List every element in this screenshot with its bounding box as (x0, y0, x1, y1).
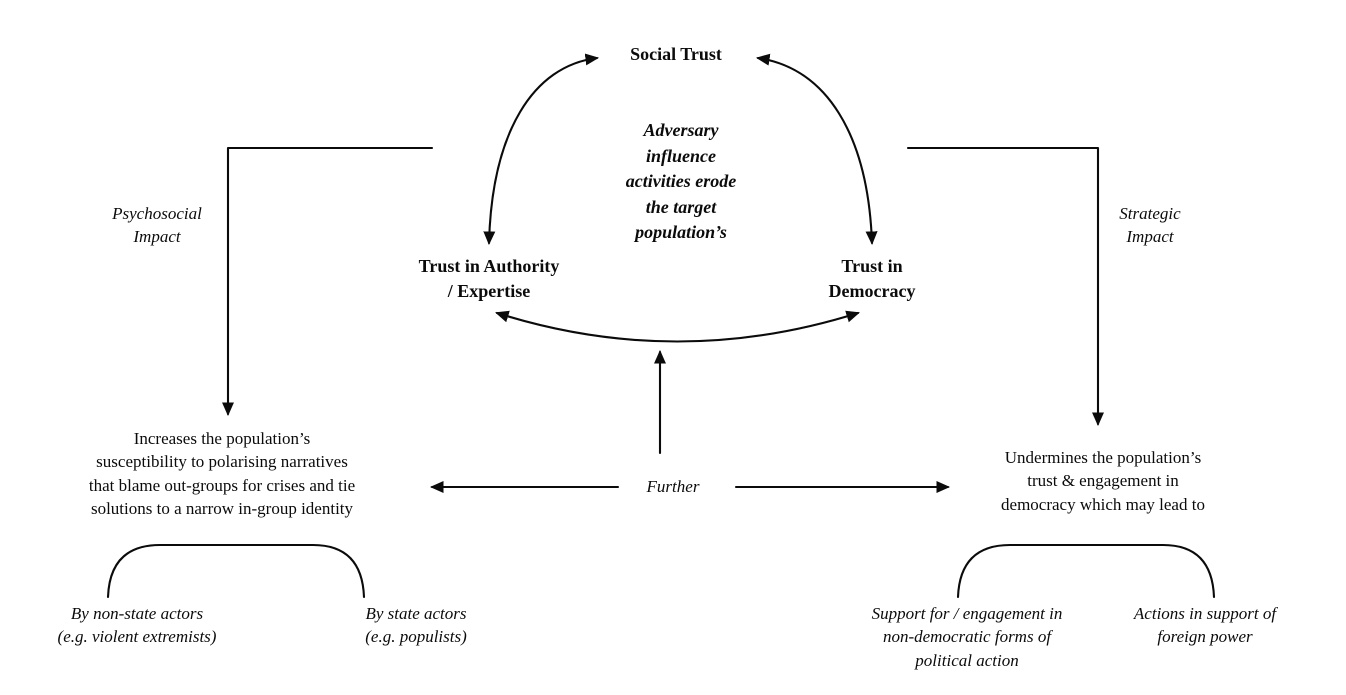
elbow-arrow-psychosocial-icon (221, 146, 434, 417)
outcome-right-text: Undermines the population’s trust & enga… (1001, 448, 1205, 514)
curve-arrow-authority-democracy-icon (495, 310, 860, 343)
curve-arrow-social-authority-icon (483, 53, 600, 246)
center-adversary-note: Adversary influence activities erode the… (625, 120, 737, 243)
result-nondemocratic-text: Support for / engagement in non-democrat… (871, 604, 1063, 670)
node-trust-democracy: Trust in Democracy (828, 256, 916, 301)
result-foreign-power-text: Actions in support of foreign power (1133, 604, 1277, 647)
label-psychosocial-impact: Psychosocial Impact (112, 204, 202, 247)
bracket-right-icon (956, 543, 1216, 599)
elbow-arrow-strategic-icon (906, 146, 1105, 427)
label-strategic-impact: Strategic Impact (1119, 204, 1181, 247)
actors-state-text: By state actors (e.g. populists) (365, 604, 467, 647)
outcome-left-text: Increases the population’s susceptibilit… (88, 429, 356, 519)
actors-nonstate-text: By non-state actors (e.g. violent extrem… (57, 604, 217, 647)
node-social-trust: Social Trust (630, 44, 722, 64)
node-trust-authority: Trust in Authority / Expertise (418, 256, 560, 301)
curve-arrow-social-democracy-icon (755, 53, 878, 246)
bracket-left-icon (106, 543, 366, 599)
label-further: Further (646, 477, 700, 496)
